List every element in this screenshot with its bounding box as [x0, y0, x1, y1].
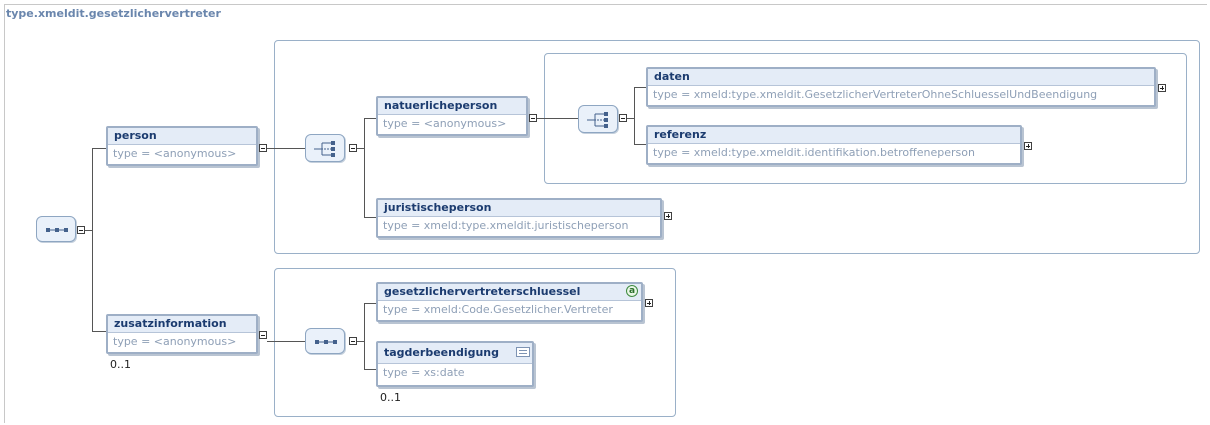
collapse-toggle[interactable] [259, 144, 267, 152]
connector [85, 230, 93, 231]
element-name: zusatzinformation [108, 316, 256, 333]
element-type: type = xmeld:type.xmeldit.identifikation… [653, 146, 975, 159]
annotation-icon [516, 347, 530, 357]
element-name: daten [648, 69, 1154, 86]
choice-icon [314, 141, 335, 157]
expand-toggle[interactable] [1158, 84, 1166, 92]
occurrence-label: 0..1 [110, 358, 131, 371]
element-person[interactable]: person type = <anonymous> [106, 126, 258, 166]
element-name: juristischeperson [378, 200, 660, 217]
connector [357, 148, 365, 149]
expand-toggle[interactable] [664, 212, 672, 220]
connector [364, 303, 376, 304]
element-type: type = <anonymous> [113, 147, 237, 160]
connector [634, 87, 635, 145]
attribute-icon: a [626, 285, 638, 297]
diagram-title: type.xmeldit.gesetzlichervertreter [6, 7, 221, 20]
sequence-compositor-root[interactable] [36, 216, 76, 242]
element-natuerlicheperson[interactable]: natuerlicheperson type = <anonymous> [376, 96, 528, 136]
connector [92, 331, 106, 332]
sequence-icon [315, 340, 337, 344]
connector [364, 217, 376, 218]
connector [267, 341, 305, 342]
choice-compositor-natuerlicheperson[interactable] [578, 105, 618, 133]
choice-icon [587, 112, 608, 128]
connector [634, 144, 646, 145]
connector [364, 303, 365, 370]
connector [364, 118, 365, 218]
connector [627, 118, 635, 119]
collapse-toggle[interactable] [77, 226, 85, 234]
element-type: type = xmeld:Code.Gesetzlicher.Vertreter [383, 303, 613, 316]
choice-compositor-person[interactable] [305, 134, 345, 162]
element-name: referenz [648, 127, 1020, 144]
expand-toggle[interactable] [645, 299, 653, 307]
connector [357, 341, 365, 342]
connector [92, 148, 93, 331]
collapse-toggle[interactable] [349, 144, 357, 152]
sequence-compositor-zusatzinformation[interactable] [305, 328, 345, 354]
occurrence-label: 0..1 [380, 391, 401, 404]
element-name: natuerlicheperson [378, 98, 526, 115]
element-type: type = xmeld:type.xmeldit.GesetzlicherVe… [653, 88, 1098, 101]
connector [364, 369, 376, 370]
element-referenz[interactable]: referenz type = xmeld:type.xmeldit.ident… [646, 125, 1022, 165]
connector [92, 148, 106, 149]
collapse-toggle[interactable] [619, 114, 627, 122]
sequence-icon [46, 228, 68, 232]
collapse-toggle[interactable] [529, 114, 537, 122]
collapse-toggle[interactable] [349, 337, 357, 345]
element-zusatzinformation[interactable]: zusatzinformation type = <anonymous> [106, 314, 258, 354]
element-gesetzlichervertreterschluessel[interactable]: gesetzlichervertreterschluessel type = x… [376, 282, 643, 322]
collapse-toggle[interactable] [259, 331, 267, 339]
diagram-frame [4, 4, 1207, 423]
element-tagderbeendigung[interactable]: tagderbeendigung type = xs:date [376, 341, 534, 387]
connector [267, 148, 305, 149]
element-type: type = <anonymous> [113, 335, 237, 348]
element-name: tagderbeendigung [378, 343, 532, 364]
element-type: type = <anonymous> [383, 117, 507, 130]
connector [634, 87, 646, 88]
connector [364, 118, 376, 119]
element-daten[interactable]: daten type = xmeld:type.xmeldit.Gesetzli… [646, 67, 1156, 107]
element-juristischeperson[interactable]: juristischeperson type = xmeld:type.xmel… [376, 198, 662, 238]
element-name: gesetzlichervertreterschluessel [378, 284, 641, 301]
element-type: type = xmeld:type.xmeldit.juristischeper… [383, 219, 629, 232]
element-name: person [108, 128, 256, 145]
expand-toggle[interactable] [1024, 142, 1032, 150]
element-type: type = xs:date [383, 366, 465, 379]
connector [537, 118, 578, 119]
